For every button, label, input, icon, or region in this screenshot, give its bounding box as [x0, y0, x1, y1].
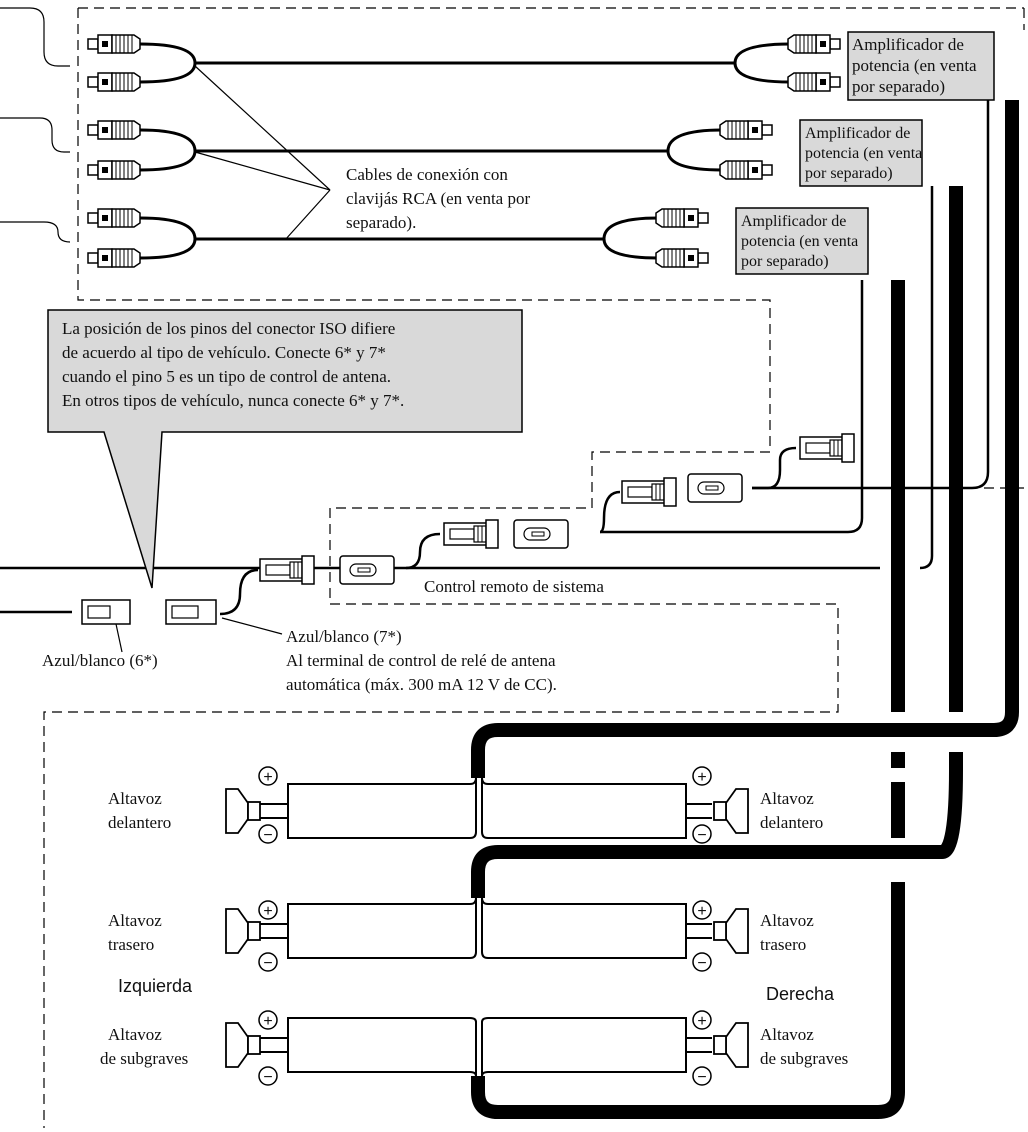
amp3-label-2: potencia (en venta	[741, 233, 858, 250]
labels: Amplificador de potencia (en venta por s…	[42, 35, 977, 1068]
plus-icon: +	[697, 1013, 706, 1030]
speaker-sub-left-label-2: de subgraves	[100, 1049, 188, 1068]
amp3-label-3: por separado)	[741, 253, 829, 270]
speaker-rear-right-label-2: trasero	[760, 935, 806, 954]
rca-cable-1	[87, 34, 840, 92]
speaker-sub-right-label-1: Altavoz	[760, 1025, 814, 1044]
speaker-front-right-label-1: Altavoz	[760, 789, 814, 808]
speaker-rear-right-icon	[714, 909, 748, 953]
iso-note-2: de acuerdo al tipo de vehículo. Conecte …	[62, 343, 386, 362]
plus-icon: +	[263, 1013, 272, 1030]
minus-icon: −	[697, 955, 706, 972]
blue-white-6-label: Azul/blanco (6*)	[42, 651, 158, 670]
side-labels: Izquierda Derecha	[118, 976, 835, 1004]
speaker-wire-frames	[260, 777, 712, 1077]
blue-white-7-label-2: Al terminal de control de relé de antena	[286, 651, 556, 670]
plus-icon: +	[263, 769, 272, 786]
iso-note-1: La posición de los pinos del conector IS…	[62, 319, 395, 338]
speaker-front-left-label-1: Altavoz	[108, 789, 162, 808]
amplifier-boxes	[735, 31, 995, 275]
speaker-front-left-label-2: delantero	[108, 813, 171, 832]
speaker-rear-left-label-2: trasero	[108, 935, 154, 954]
speaker-rear-right-label-1: Altavoz	[760, 911, 814, 930]
amp3-label-1: Amplificador de	[741, 213, 846, 230]
polarity-circles	[258, 766, 712, 1086]
amp1-label-2: potencia (en venta	[852, 56, 977, 75]
minus-icon: −	[263, 827, 272, 844]
polarity-signs: + − + − + − + − + − + −	[263, 769, 706, 1086]
rca-label-1: Cables de conexión con	[346, 165, 508, 184]
amp2-label-1: Amplificador de	[805, 125, 910, 142]
amp1-label-1: Amplificador de	[852, 35, 964, 54]
amp2-label-3: por separado)	[805, 165, 893, 182]
iso-note-callout	[47, 309, 523, 589]
side-left-label: Izquierda	[118, 976, 193, 996]
speaker-sub-left-icon	[225, 1022, 261, 1068]
rca-label-2: clavijás RCA (en venta por	[346, 189, 530, 208]
minus-icon: −	[263, 1069, 272, 1086]
rca-cable-2	[87, 120, 772, 180]
rca-leader-lines	[0, 7, 331, 243]
rca-cable-3	[87, 208, 708, 268]
amp2-label-2: potencia (en venta	[805, 145, 922, 162]
iso-note-4: En otros tipos de vehículo, nunca conect…	[62, 391, 404, 410]
speaker-main-cables	[471, 100, 1019, 1119]
plus-icon: +	[263, 903, 272, 920]
system-remote-label: Control remoto de sistema	[424, 577, 604, 596]
speaker-rear-left-label-1: Altavoz	[108, 911, 162, 930]
speaker-front-right-label-2: delantero	[760, 813, 823, 832]
minus-icon: −	[697, 1069, 706, 1086]
speaker-rear-left-icon	[225, 908, 261, 954]
plus-icon: +	[697, 769, 706, 786]
speaker-front-right-icon	[714, 789, 748, 833]
speaker-sub-right-icon	[714, 1023, 748, 1067]
speaker-sub-right-label-2: de subgraves	[760, 1049, 848, 1068]
blue-white-7-label-1: Azul/blanco (7*)	[286, 627, 402, 646]
side-right-label: Derecha	[766, 984, 835, 1004]
speaker-sub-left-label-1: Altavoz	[108, 1025, 162, 1044]
connectors	[81, 433, 855, 653]
rca-label-3: separado).	[346, 213, 416, 232]
blue-white-7-label-3: automática (máx. 300 mA 12 V de CC).	[286, 675, 557, 694]
iso-note-3: cuando el pino 5 es un tipo de control d…	[62, 367, 391, 386]
amp1-label-3: por separado)	[852, 77, 945, 96]
minus-icon: −	[263, 955, 272, 972]
speakers	[225, 788, 748, 1068]
speaker-front-left-icon	[225, 788, 261, 834]
plus-icon: +	[697, 903, 706, 920]
minus-icon: −	[697, 827, 706, 844]
